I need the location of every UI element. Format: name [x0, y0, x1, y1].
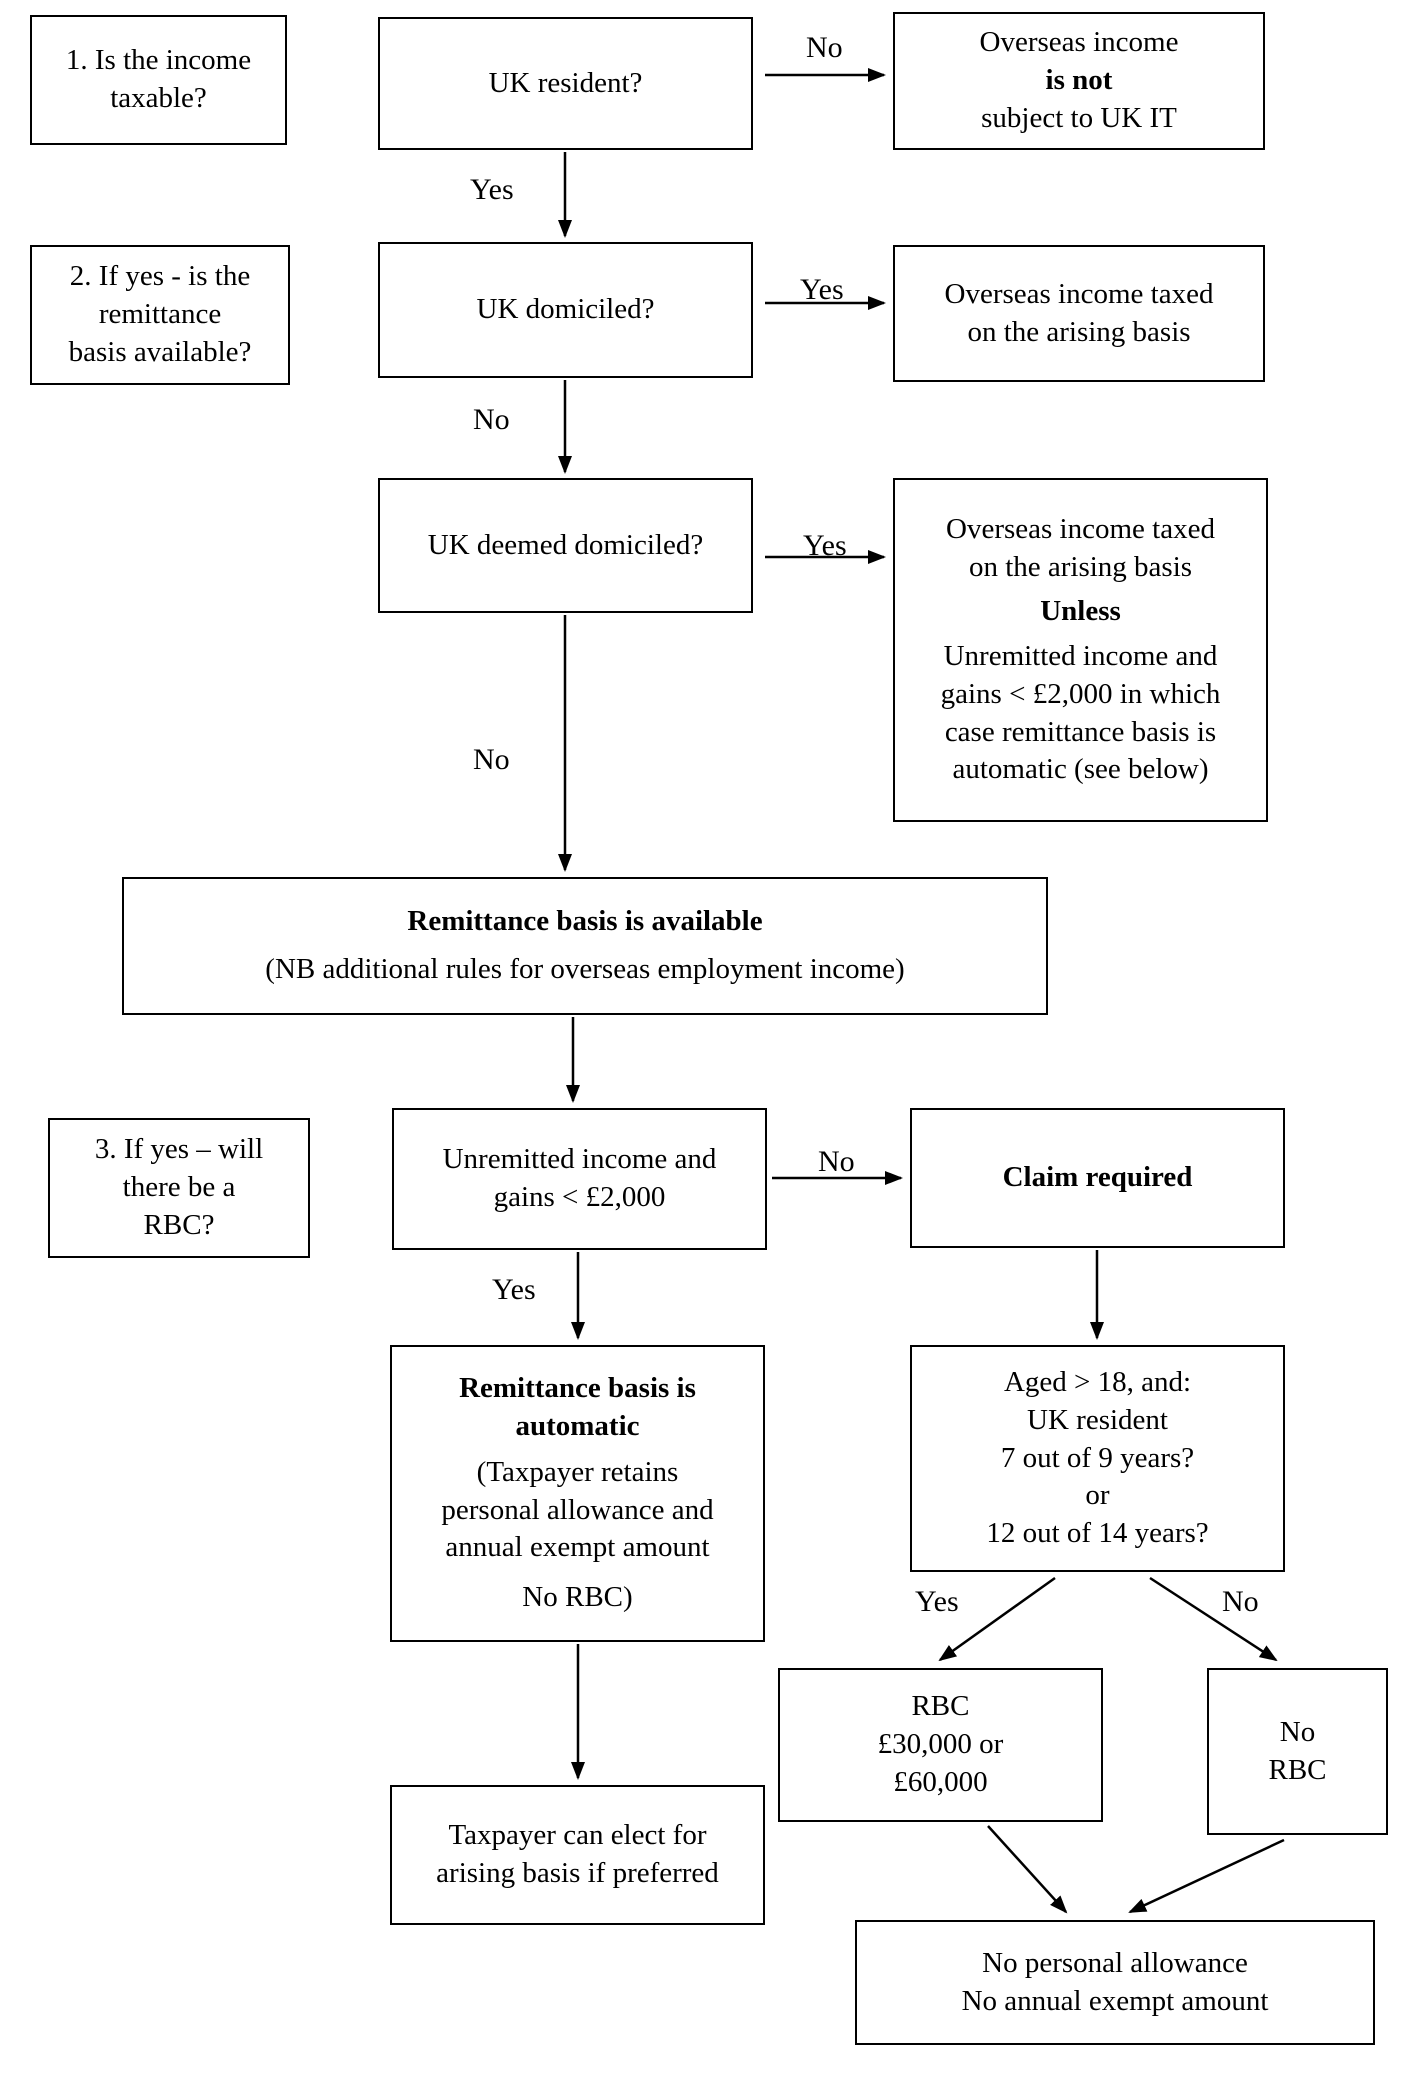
node-aged-conditions: Aged > 18, and: UK resident 7 out of 9 y… — [910, 1345, 1285, 1572]
label-unremitted-yes: Yes — [492, 1273, 536, 1306]
unless-bottom-text: Unremitted income and gains < £2,000 in … — [940, 640, 1221, 786]
node-claim-required: Claim required — [910, 1108, 1285, 1248]
unless-top-text: Overseas income taxed on the arising bas… — [946, 513, 1215, 583]
label-deemed-yes: Yes — [803, 529, 847, 562]
node-uk-domiciled: UK domiciled? — [378, 242, 753, 378]
remittance-automatic-norbc: No RBC) — [522, 1580, 633, 1613]
node-arising-basis: Overseas income taxed on the arising bas… — [893, 245, 1265, 382]
node-remittance-available: Remittance basis is available (NB additi… — [122, 877, 1048, 1015]
remittance-automatic-title: Remittance basis is automatic — [459, 1372, 696, 1443]
label-domiciled-yes: Yes — [800, 273, 844, 306]
remittance-automatic-detail: (Taxpayer retains personal allowance and… — [441, 1455, 714, 1564]
remittance-available-title: Remittance basis is available — [407, 905, 763, 938]
label-resident-yes: Yes — [470, 173, 514, 206]
label-unremitted-no: No — [818, 1145, 855, 1178]
label-aged-no: No — [1222, 1585, 1259, 1618]
node-elect-arising: Taxpayer can elect for arising basis if … — [390, 1785, 765, 1925]
unless-keyword: Unless — [1040, 595, 1121, 628]
node-arising-unless: Overseas income taxed on the arising bas… — [893, 478, 1268, 822]
label-domiciled-no: No — [473, 403, 510, 436]
label-resident-no: No — [806, 31, 843, 64]
node-question-1: 1. Is the income taxable? — [30, 15, 287, 145]
node-remittance-automatic: Remittance basis is automatic (Taxpayer … — [390, 1345, 765, 1642]
not-subject-line3: subject to UK IT — [981, 101, 1177, 134]
node-unremitted-under-2000: Unremitted income and gains < £2,000 — [392, 1108, 767, 1250]
node-rbc-amount: RBC £30,000 or £60,000 — [778, 1668, 1103, 1822]
node-no-rbc: No RBC — [1207, 1668, 1388, 1835]
node-no-allowance: No personal allowance No annual exempt a… — [855, 1920, 1375, 2045]
node-uk-resident: UK resident? — [378, 17, 753, 150]
remittance-available-note: (NB additional rules for overseas employ… — [265, 953, 905, 985]
label-deemed-no: No — [473, 743, 510, 776]
node-not-subject: Overseas income is not subject to UK IT — [893, 12, 1265, 150]
node-uk-deemed-domiciled: UK deemed domiciled? — [378, 478, 753, 613]
arrow-rbc-bottom — [987, 1825, 1068, 1914]
arrow-norbc-bottom — [1128, 1838, 1285, 1914]
label-aged-yes: Yes — [915, 1585, 959, 1618]
node-question-3: 3. If yes – will there be a RBC? — [48, 1118, 310, 1258]
not-subject-line2: is not — [1045, 64, 1113, 97]
node-question-2: 2. If yes - is the remittance basis avai… — [30, 245, 290, 385]
not-subject-line1: Overseas income — [979, 26, 1179, 59]
